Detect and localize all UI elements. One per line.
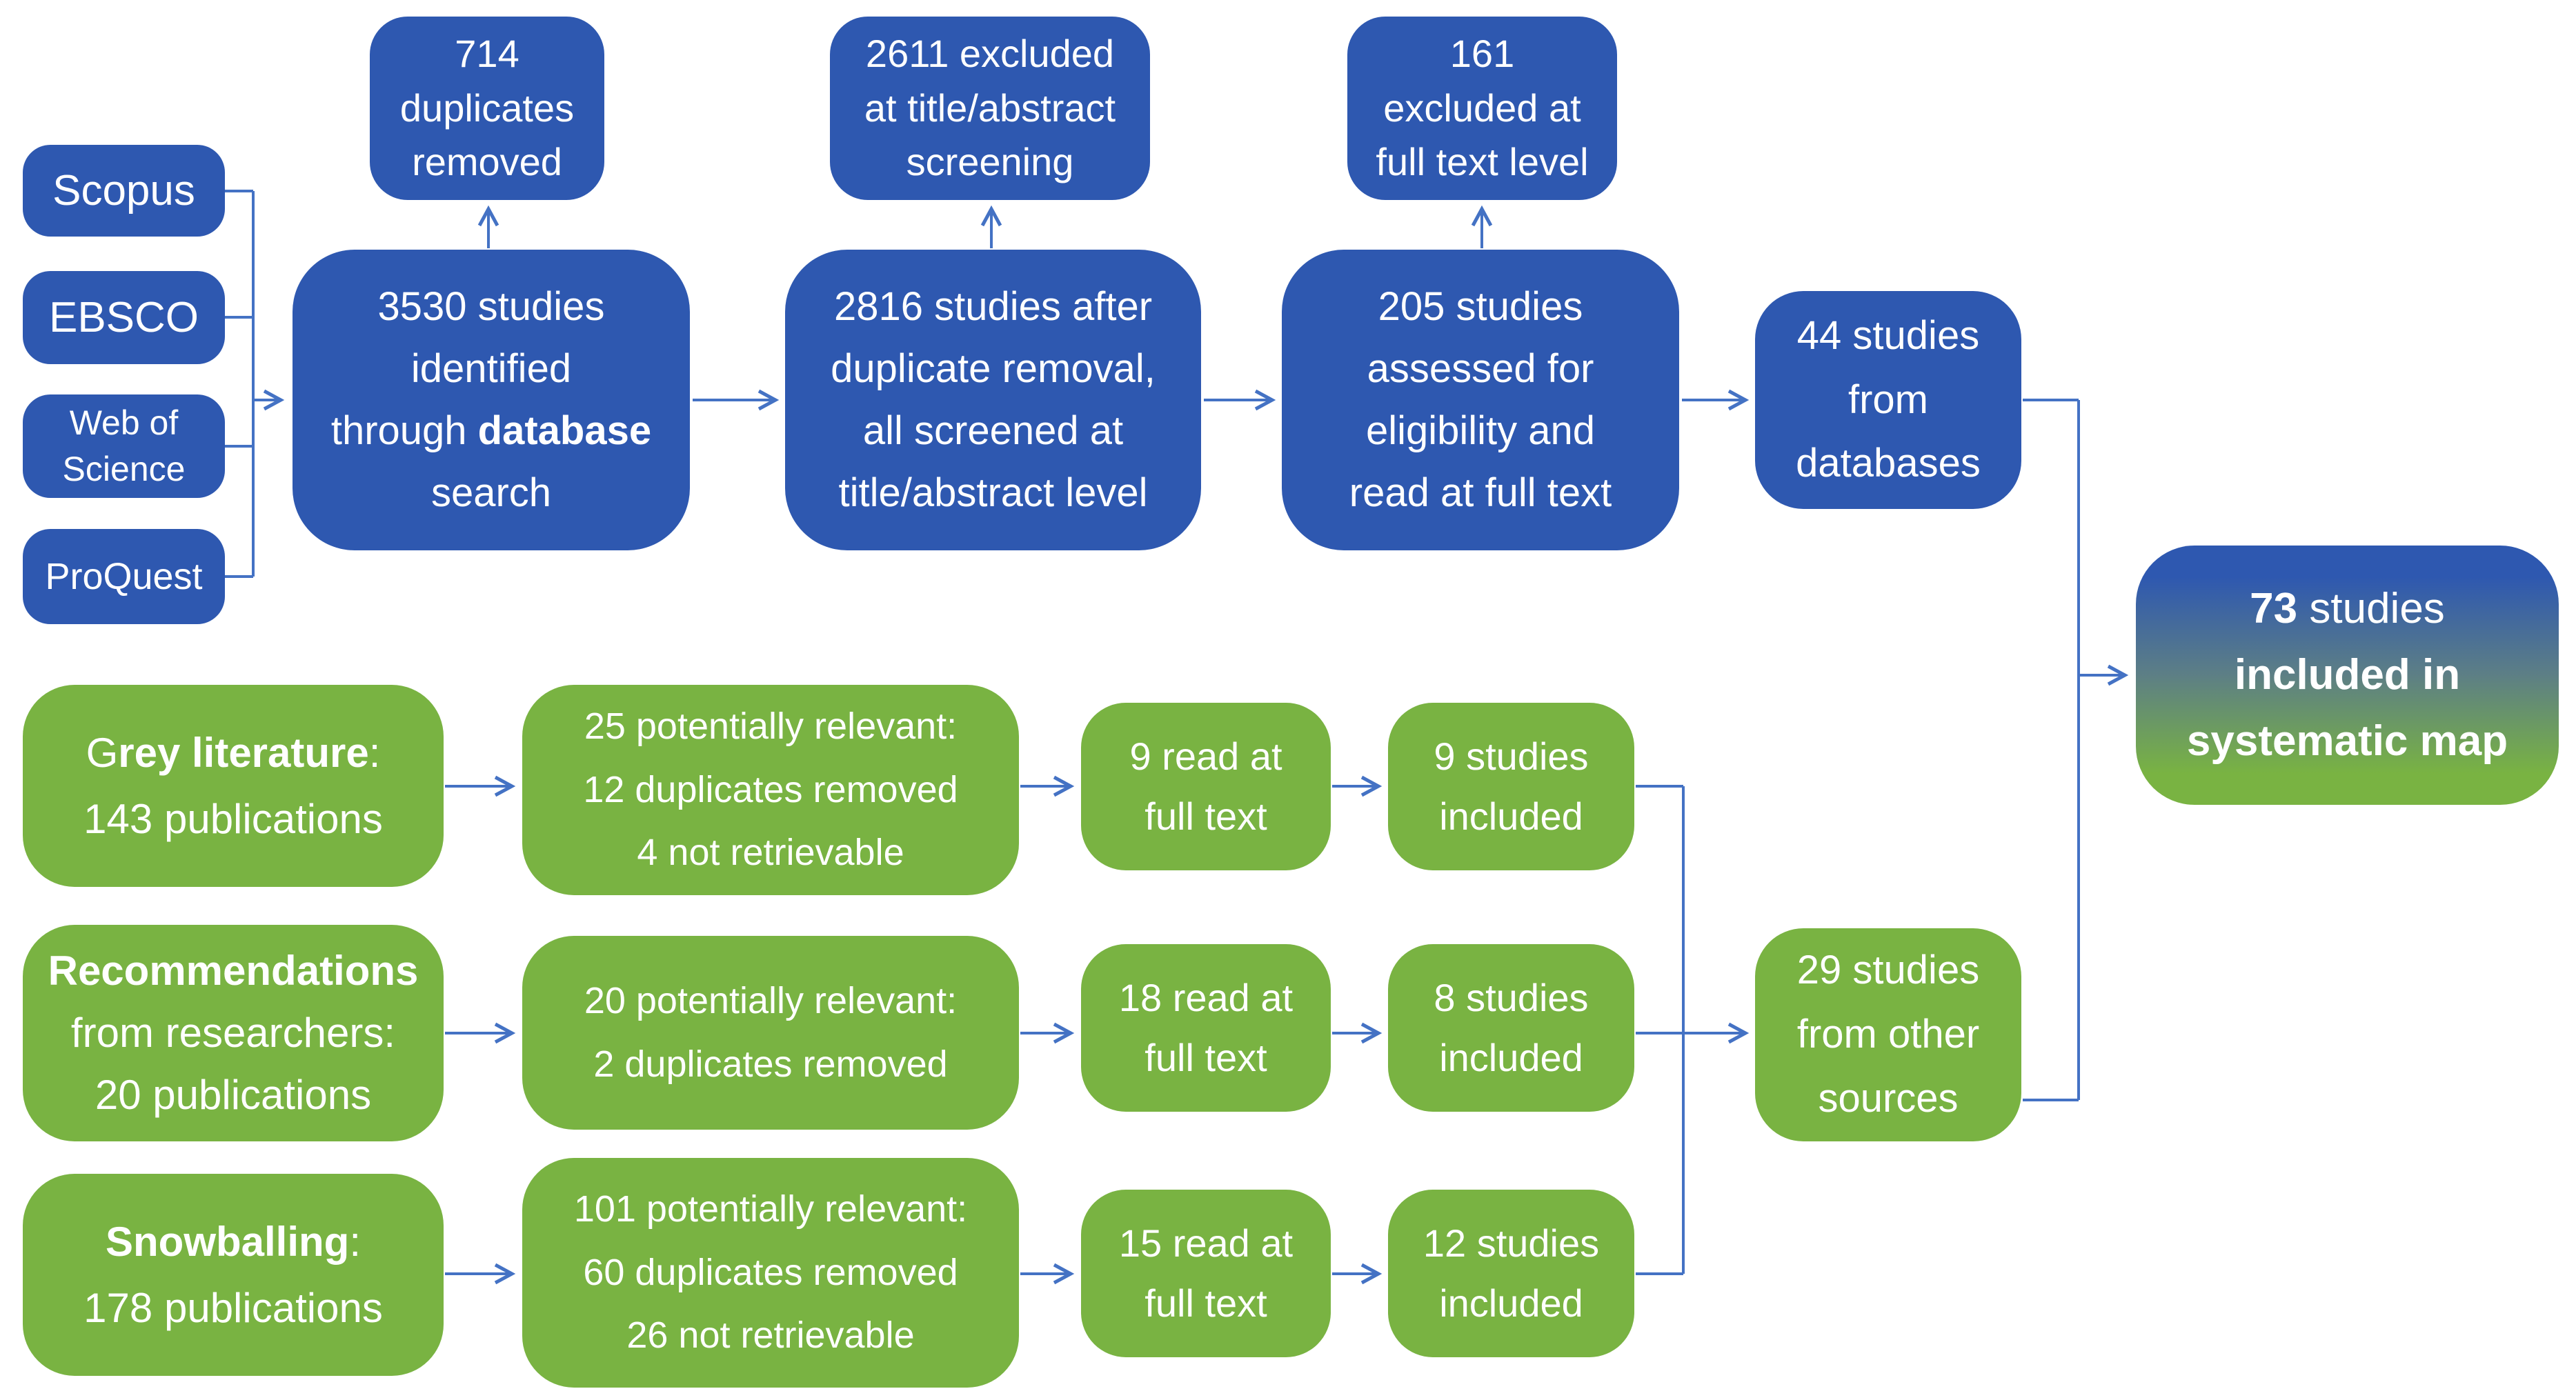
text-line: Grey literature: [86, 729, 381, 776]
text-line: at title/abstract [864, 86, 1116, 130]
text-line: 2816 studies after [833, 284, 1153, 330]
box-3530-identified: 3530 studies identified through database se… [293, 250, 690, 550]
text-line: assessed for [1367, 346, 1594, 392]
text-line: from [1848, 377, 1928, 422]
text-line: excluded at [1383, 86, 1581, 130]
text-line: eligibility and [1365, 408, 1596, 453]
text-line: 8 studies [1434, 975, 1589, 1019]
text-line: search [430, 470, 552, 515]
text-line: 9 read at [1129, 734, 1282, 778]
text-line: 205 studies [1378, 284, 1583, 330]
text-line: 20 publications [95, 1072, 372, 1118]
text-line: databases [1796, 441, 1981, 486]
text-line: 25 potentially relevant: [584, 705, 958, 747]
box-8-studies-included: 8 studies included [1388, 944, 1634, 1112]
box-snowballing: Snowballing: 178 publications [23, 1174, 444, 1376]
text-line: 2 duplicates removed [593, 1043, 948, 1085]
text-line: Recommendations [48, 948, 419, 994]
text-line: included in [2234, 650, 2461, 699]
other-sources-merge-connector [1636, 785, 1750, 1275]
text-line: full text level [1376, 140, 1589, 184]
box-25-potentially-relevant: 25 potentially relevant: 12 duplicates re… [522, 685, 1019, 895]
text-line: title/abstract level [838, 470, 1148, 515]
text-line: Scopus [52, 167, 195, 214]
box-9-studies-included: 9 studies included [1388, 703, 1634, 870]
box-recommendations: Recommendations from researchers: 20 publi… [23, 925, 444, 1141]
text-line: full text [1145, 794, 1267, 838]
box-scopus: Scopus [23, 145, 225, 237]
text-line: read at full text [1349, 470, 1612, 515]
text-line: from researchers: [70, 1010, 396, 1056]
box-9-read-full-text: 9 read at full text [1081, 703, 1331, 870]
text-line: Science [62, 450, 186, 488]
box-714-duplicates-removed: 714 duplicates removed [370, 17, 604, 200]
text-line: from other [1796, 1012, 1980, 1057]
box-73-included-systematic-map: 73 studies included in systematic map [2136, 546, 2559, 805]
box-web-of-science: Web of Science [23, 394, 225, 498]
text-line: through database [330, 408, 652, 453]
text-line: 18 read at [1118, 975, 1294, 1019]
text-line: 714 [455, 32, 519, 76]
text-line: duplicates [399, 86, 575, 130]
box-18-read-full-text: 18 read at full text [1081, 944, 1331, 1112]
text-line: 12 studies [1423, 1221, 1600, 1265]
box-12-studies-included: 12 studies included [1388, 1190, 1634, 1357]
text-line: 178 publications [83, 1284, 383, 1331]
box-161-excluded-full-text: 161 excluded at full text level [1347, 17, 1617, 200]
text-line: identified [410, 346, 572, 392]
text-line: 3530 studies [377, 284, 605, 330]
text-line: 4 not retrievable [637, 832, 904, 874]
text-line: removed [412, 140, 562, 184]
text-line: 73 studies [2250, 584, 2445, 632]
box-ebsco: EBSCO [23, 271, 225, 364]
text-line: full text [1145, 1035, 1267, 1079]
text-line: 101 potentially relevant: [573, 1188, 968, 1230]
text-line: 44 studies [1796, 312, 1980, 358]
box-20-potentially-relevant: 20 potentially relevant: 2 duplicates rem… [522, 936, 1019, 1130]
text-line: 9 studies [1434, 734, 1589, 778]
text-line: EBSCO [48, 294, 199, 341]
text-line: included [1439, 1035, 1583, 1079]
text-line: 161 [1449, 32, 1515, 76]
text-line: sources [1818, 1075, 1959, 1121]
text-line: screening [906, 140, 1074, 184]
box-2816-after-duplicate-removal: 2816 studies after duplicate removal, all … [785, 250, 1201, 550]
text-line: 143 publications [83, 795, 383, 842]
text-line: Web of [69, 403, 179, 442]
text-line: 60 duplicates removed [583, 1251, 958, 1293]
text-line: 20 potentially relevant: [584, 979, 958, 1021]
box-2611-excluded-title-abstract: 2611 excluded at title/abstract screening [830, 17, 1150, 200]
final-merge-connector [2023, 399, 2129, 1101]
text-line: 12 duplicates removed [583, 768, 958, 810]
text-line: all screened at [862, 408, 1124, 453]
excluded-up-arrows [477, 205, 1493, 248]
text-line: 2611 excluded [865, 32, 1115, 76]
text-line: 15 read at [1118, 1221, 1294, 1265]
box-proquest: ProQuest [23, 529, 225, 624]
text-line: ProQuest [45, 556, 203, 597]
text-line: 26 not retrievable [626, 1314, 915, 1357]
text-line: 29 studies [1796, 948, 1980, 993]
text-line: full text [1145, 1281, 1267, 1325]
box-15-read-full-text: 15 read at full text [1081, 1190, 1331, 1357]
text-line: duplicate removal, [831, 346, 1156, 392]
box-29-from-other-sources: 29 studies from other sources [1755, 928, 2021, 1141]
box-44-from-databases: 44 studies from databases [1755, 291, 2021, 509]
text-line: systematic map [2186, 717, 2508, 766]
box-205-assessed-eligibility: 205 studies assessed for eligibility and re… [1282, 250, 1679, 550]
box-101-potentially-relevant: 101 potentially relevant: 60 duplicates r… [522, 1158, 1019, 1388]
text-line: included [1439, 1281, 1583, 1325]
text-line: included [1439, 794, 1583, 838]
box-grey-literature: Grey literature: 143 publications [23, 685, 444, 887]
database-sources-bracket [225, 190, 285, 578]
text-line: Snowballing: [106, 1218, 361, 1265]
